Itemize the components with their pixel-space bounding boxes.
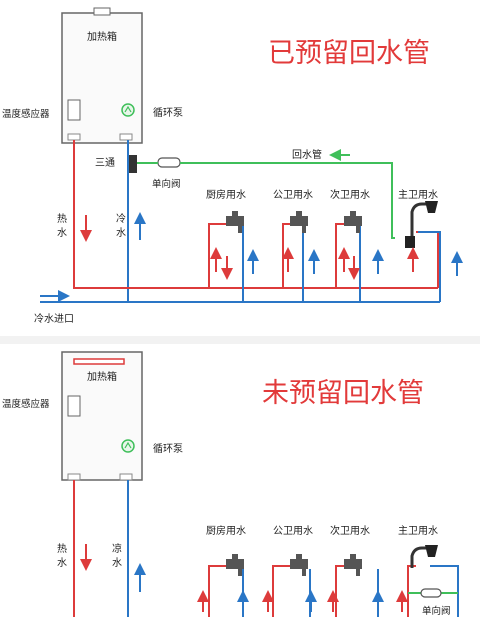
fixture-second-bath: 次卫用水	[330, 524, 370, 576]
svg-text:厨房用水: 厨房用水	[206, 188, 246, 201]
svg-text:主卫用水: 主卫用水	[398, 525, 438, 537]
hot-main-pipe	[73, 140, 438, 289]
temperature-sensor	[67, 99, 81, 121]
heater-label: 加热箱	[87, 30, 117, 43]
faucet-icon	[226, 216, 244, 226]
check-valve-label: 单向阀	[422, 605, 451, 617]
svg-text:厨房用水: 厨房用水	[206, 524, 246, 537]
section-divider	[0, 336, 480, 344]
cold-water-label-2: 水	[112, 557, 122, 569]
cold-water-label-2: 水	[116, 227, 126, 239]
sensor-label: 温度感应器	[2, 108, 50, 120]
cold-water-label-1: 凉	[112, 542, 122, 555]
svg-text:公卫用水: 公卫用水	[273, 525, 313, 537]
pump-label: 循环泵	[153, 442, 183, 455]
tee-fitting	[129, 155, 137, 173]
faucet-icon	[290, 216, 308, 226]
bottom-diagram: 加热箱 温度感应器 循环泵 热 水 凉 水 单向阀 厨房用水	[2, 351, 459, 617]
heater-label: 加热箱	[87, 370, 117, 383]
fixture-master-bath: 主卫用水	[398, 525, 438, 568]
shower-head-icon	[410, 546, 430, 568]
temperature-sensor	[67, 395, 81, 417]
pump-icon	[121, 103, 135, 117]
top-title: 已预留回水管	[268, 38, 430, 69]
return-pipe-label: 回水管	[292, 148, 322, 161]
check-valve	[420, 588, 442, 598]
hot-water-label-1: 热	[57, 542, 67, 555]
top-diagram: 加热箱 温度感应器 循环泵 回水管 单向阀 三通	[2, 7, 463, 325]
tee-label: 三通	[95, 157, 115, 169]
return-pipe	[200, 162, 395, 239]
fixture-public-bath: 公卫用水	[273, 525, 313, 576]
hot-water-label-2: 水	[57, 227, 67, 239]
check-valve	[157, 157, 181, 168]
svg-text:次卫用水: 次卫用水	[330, 188, 370, 201]
hot-water-label-1: 热	[57, 212, 67, 225]
faucet-icon	[226, 559, 244, 569]
svg-text:公卫用水: 公卫用水	[273, 189, 313, 201]
check-valve-label: 单向阀	[152, 178, 181, 190]
heater-box	[61, 12, 143, 144]
cold-inlet-label: 冷水进口	[34, 312, 74, 325]
fixture-kitchen: 厨房用水	[206, 524, 246, 576]
fixture-second-bath: 次卫用水	[330, 188, 370, 233]
svg-text:次卫用水: 次卫用水	[330, 524, 370, 537]
faucet-icon	[344, 559, 362, 569]
pump-icon	[121, 439, 135, 453]
fixture-master-bath: 主卫用水	[398, 189, 438, 248]
bottom-title: 未预留回水管	[262, 378, 424, 409]
faucet-icon	[344, 216, 362, 226]
fixture-public-bath: 公卫用水	[273, 189, 313, 233]
sensor-label: 温度感应器	[2, 398, 50, 410]
hot-water-label-2: 水	[57, 557, 67, 569]
shower-head-icon	[410, 202, 430, 240]
fixture-kitchen: 厨房用水	[206, 188, 246, 233]
cold-water-label-1: 冷	[116, 212, 126, 225]
faucet-icon	[290, 559, 308, 569]
svg-text:主卫用水: 主卫用水	[398, 189, 438, 201]
pump-label: 循环泵	[153, 106, 183, 119]
